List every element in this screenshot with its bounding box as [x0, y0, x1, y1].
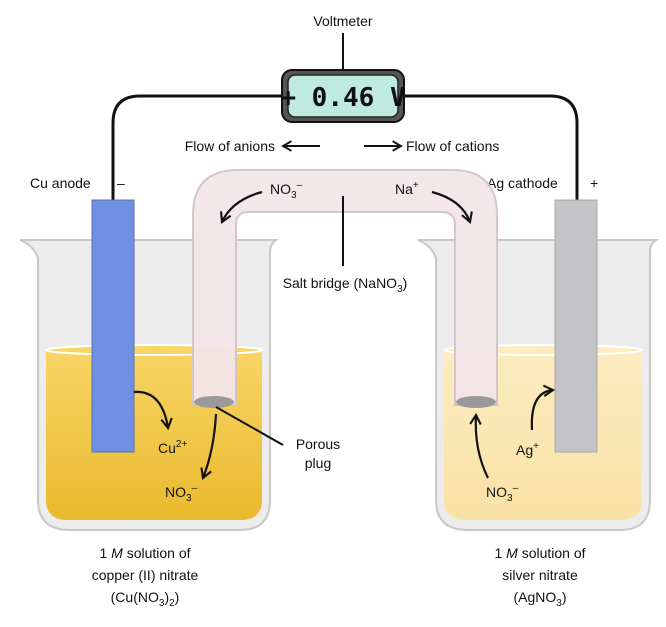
cathode-sign: + [590, 175, 598, 191]
left-solution-line3: (Cu(NO3)2) [111, 589, 180, 609]
voltmeter-label: Voltmeter [313, 13, 372, 29]
bridge-cation-label: Na+ [395, 180, 419, 197]
no3-right-label: NO3– [486, 483, 519, 504]
salt-bridge-label: Salt bridge (NaNO3) [283, 275, 408, 295]
flow-cations-label: Flow of cations [406, 138, 499, 154]
left-solution-line1: 1 M solution of [99, 545, 190, 561]
cu-ion-label: Cu2+ [158, 439, 187, 456]
ag-ion-label: Ag+ [516, 441, 539, 458]
porous-plug-label-1: Porous [296, 436, 340, 452]
wire-left [111, 94, 284, 205]
no3-right-arrow [469, 412, 489, 479]
anode-sign: – [117, 175, 125, 191]
no3-left-label: NO3– [165, 483, 198, 504]
silver-electrode [554, 199, 598, 453]
porous-plug-left [194, 396, 234, 408]
right-solution-line1: 1 M solution of [494, 545, 585, 561]
left-solution-line2: copper (II) nitrate [92, 567, 199, 583]
salt-bridge [192, 169, 498, 408]
bridge-anion-label: NO3– [270, 180, 303, 201]
porous-plug-pointer [215, 406, 284, 446]
voltmeter: + 0.46 V [280, 69, 406, 123]
anion-arrow-bridge [219, 190, 263, 224]
wire-right [402, 94, 579, 205]
porous-plug-label-2: plug [305, 455, 331, 471]
cathode-label: Ag cathode [487, 175, 558, 191]
right-solution-line3: (AgNO3) [513, 589, 566, 609]
copper-electrode [91, 199, 135, 453]
porous-plug-right [456, 396, 496, 408]
left-beaker [19, 239, 280, 531]
anode-label: Cu anode [30, 175, 91, 191]
no3-left-arrow [200, 413, 218, 480]
ag-ion-arrow [530, 384, 556, 431]
right-solution-line2: silver nitrate [502, 567, 578, 583]
voltmeter-reading: + 0.46 V [280, 83, 405, 113]
cation-arrow-bridge [431, 190, 473, 224]
cu-ion-arrow [133, 390, 173, 431]
flow-anions-label: Flow of anions [185, 138, 275, 154]
right-beaker [417, 239, 660, 531]
